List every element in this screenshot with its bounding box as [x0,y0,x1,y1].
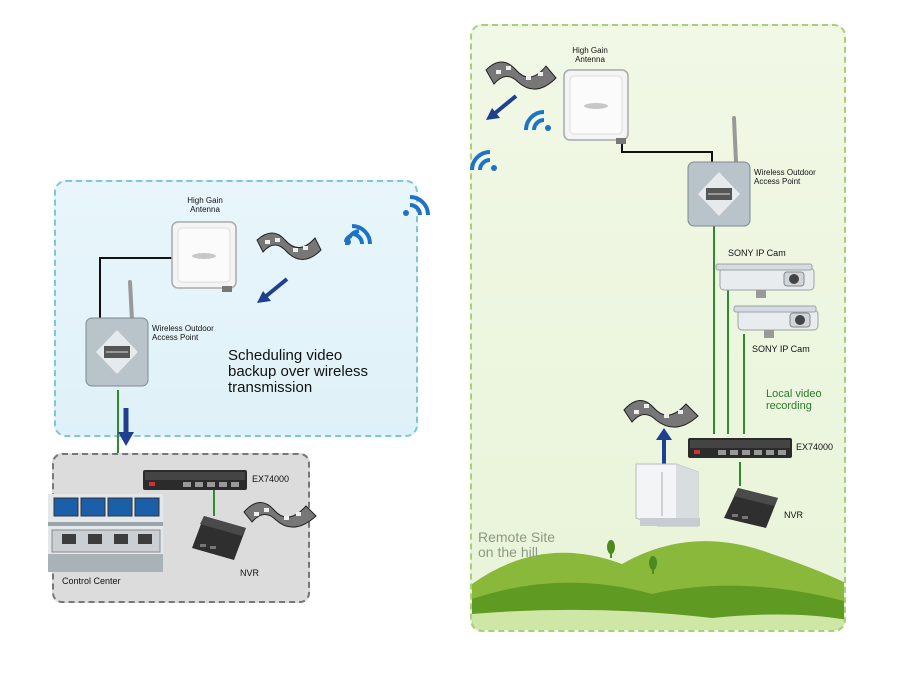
remote-site-zone [470,24,846,632]
local-recording-line1: Local video [766,388,822,400]
camera2-label: SONY IP Cam [752,344,810,354]
access-point-right-label-line1: Wireless Outdoor [754,168,816,177]
wifi-signal-icon [524,110,551,131]
local-recording-line2: recording [766,400,812,412]
control-center-illustration [48,494,163,572]
access-point-left [84,280,150,390]
film-icon [255,226,325,266]
ip-camera-1 [715,260,824,300]
wireless-backup-zone [54,180,418,437]
film-icon [622,392,702,434]
antenna-right-label-line2: Antenna [575,55,605,64]
tree-icon [607,540,615,558]
switch-left [143,468,247,492]
remote-site-label: Remote Site on the hill [478,530,555,560]
antenna-left-label-line1: High Gain [187,196,223,205]
nvr-right [722,486,780,530]
wifi-signal-icon [344,224,372,246]
nvr-left [190,514,248,562]
switch-right-label: EX74000 [796,442,834,452]
backup-note: Scheduling video backup over wireless tr… [228,348,368,396]
nvr-left-label: NVR [240,568,260,578]
arrow-up-icon [656,428,672,464]
server-cabinet [635,458,700,530]
remote-site-line2: on the hill [478,544,538,560]
local-recording-label: Local video recording [766,388,822,412]
wifi-signal-icon [403,195,430,216]
wifi-signal-icon [470,150,497,171]
antenna-right-label: High Gain Antenna [560,46,620,64]
backup-note-line2: backup over wireless [228,363,369,380]
left-switch-nvr-cable [213,490,215,516]
arrow-down-icon [118,408,134,446]
antenna-left-label: High Gain Antenna [175,196,235,214]
antenna-right-label-line1: High Gain [572,46,608,55]
control-center-label: Control Center [62,576,121,586]
hills [472,541,844,630]
access-point-right-label-line2: Access Point [754,177,801,186]
arrow-down-left-icon [486,94,518,120]
switch-left-label: EX74000 [252,474,290,484]
antenna-left [170,220,240,292]
access-point-left-label-line1: Wireless Outdoor [152,324,214,333]
switch-right [688,436,792,462]
backup-note-line1: Scheduling video [228,347,343,364]
access-point-right-label: Wireless Outdoor Access Point [754,168,816,186]
access-point-left-label: Wireless Outdoor Access Point [152,324,214,342]
nvr-right-label: NVR [784,510,804,520]
antenna-right [562,68,632,144]
arrow-down-left-icon [257,277,289,303]
tree-icon [649,556,657,574]
antenna-left-label-line2: Antenna [190,205,220,214]
access-point-left-label-line2: Access Point [152,333,199,342]
backup-note-line3: transmission [228,379,313,396]
ip-camera-2 [733,302,824,338]
film-icon [242,492,320,532]
remote-site-line1: Remote Site [478,529,556,545]
access-point-right [686,116,752,228]
camera1-label: SONY IP Cam [728,248,786,258]
film-icon [484,54,560,96]
